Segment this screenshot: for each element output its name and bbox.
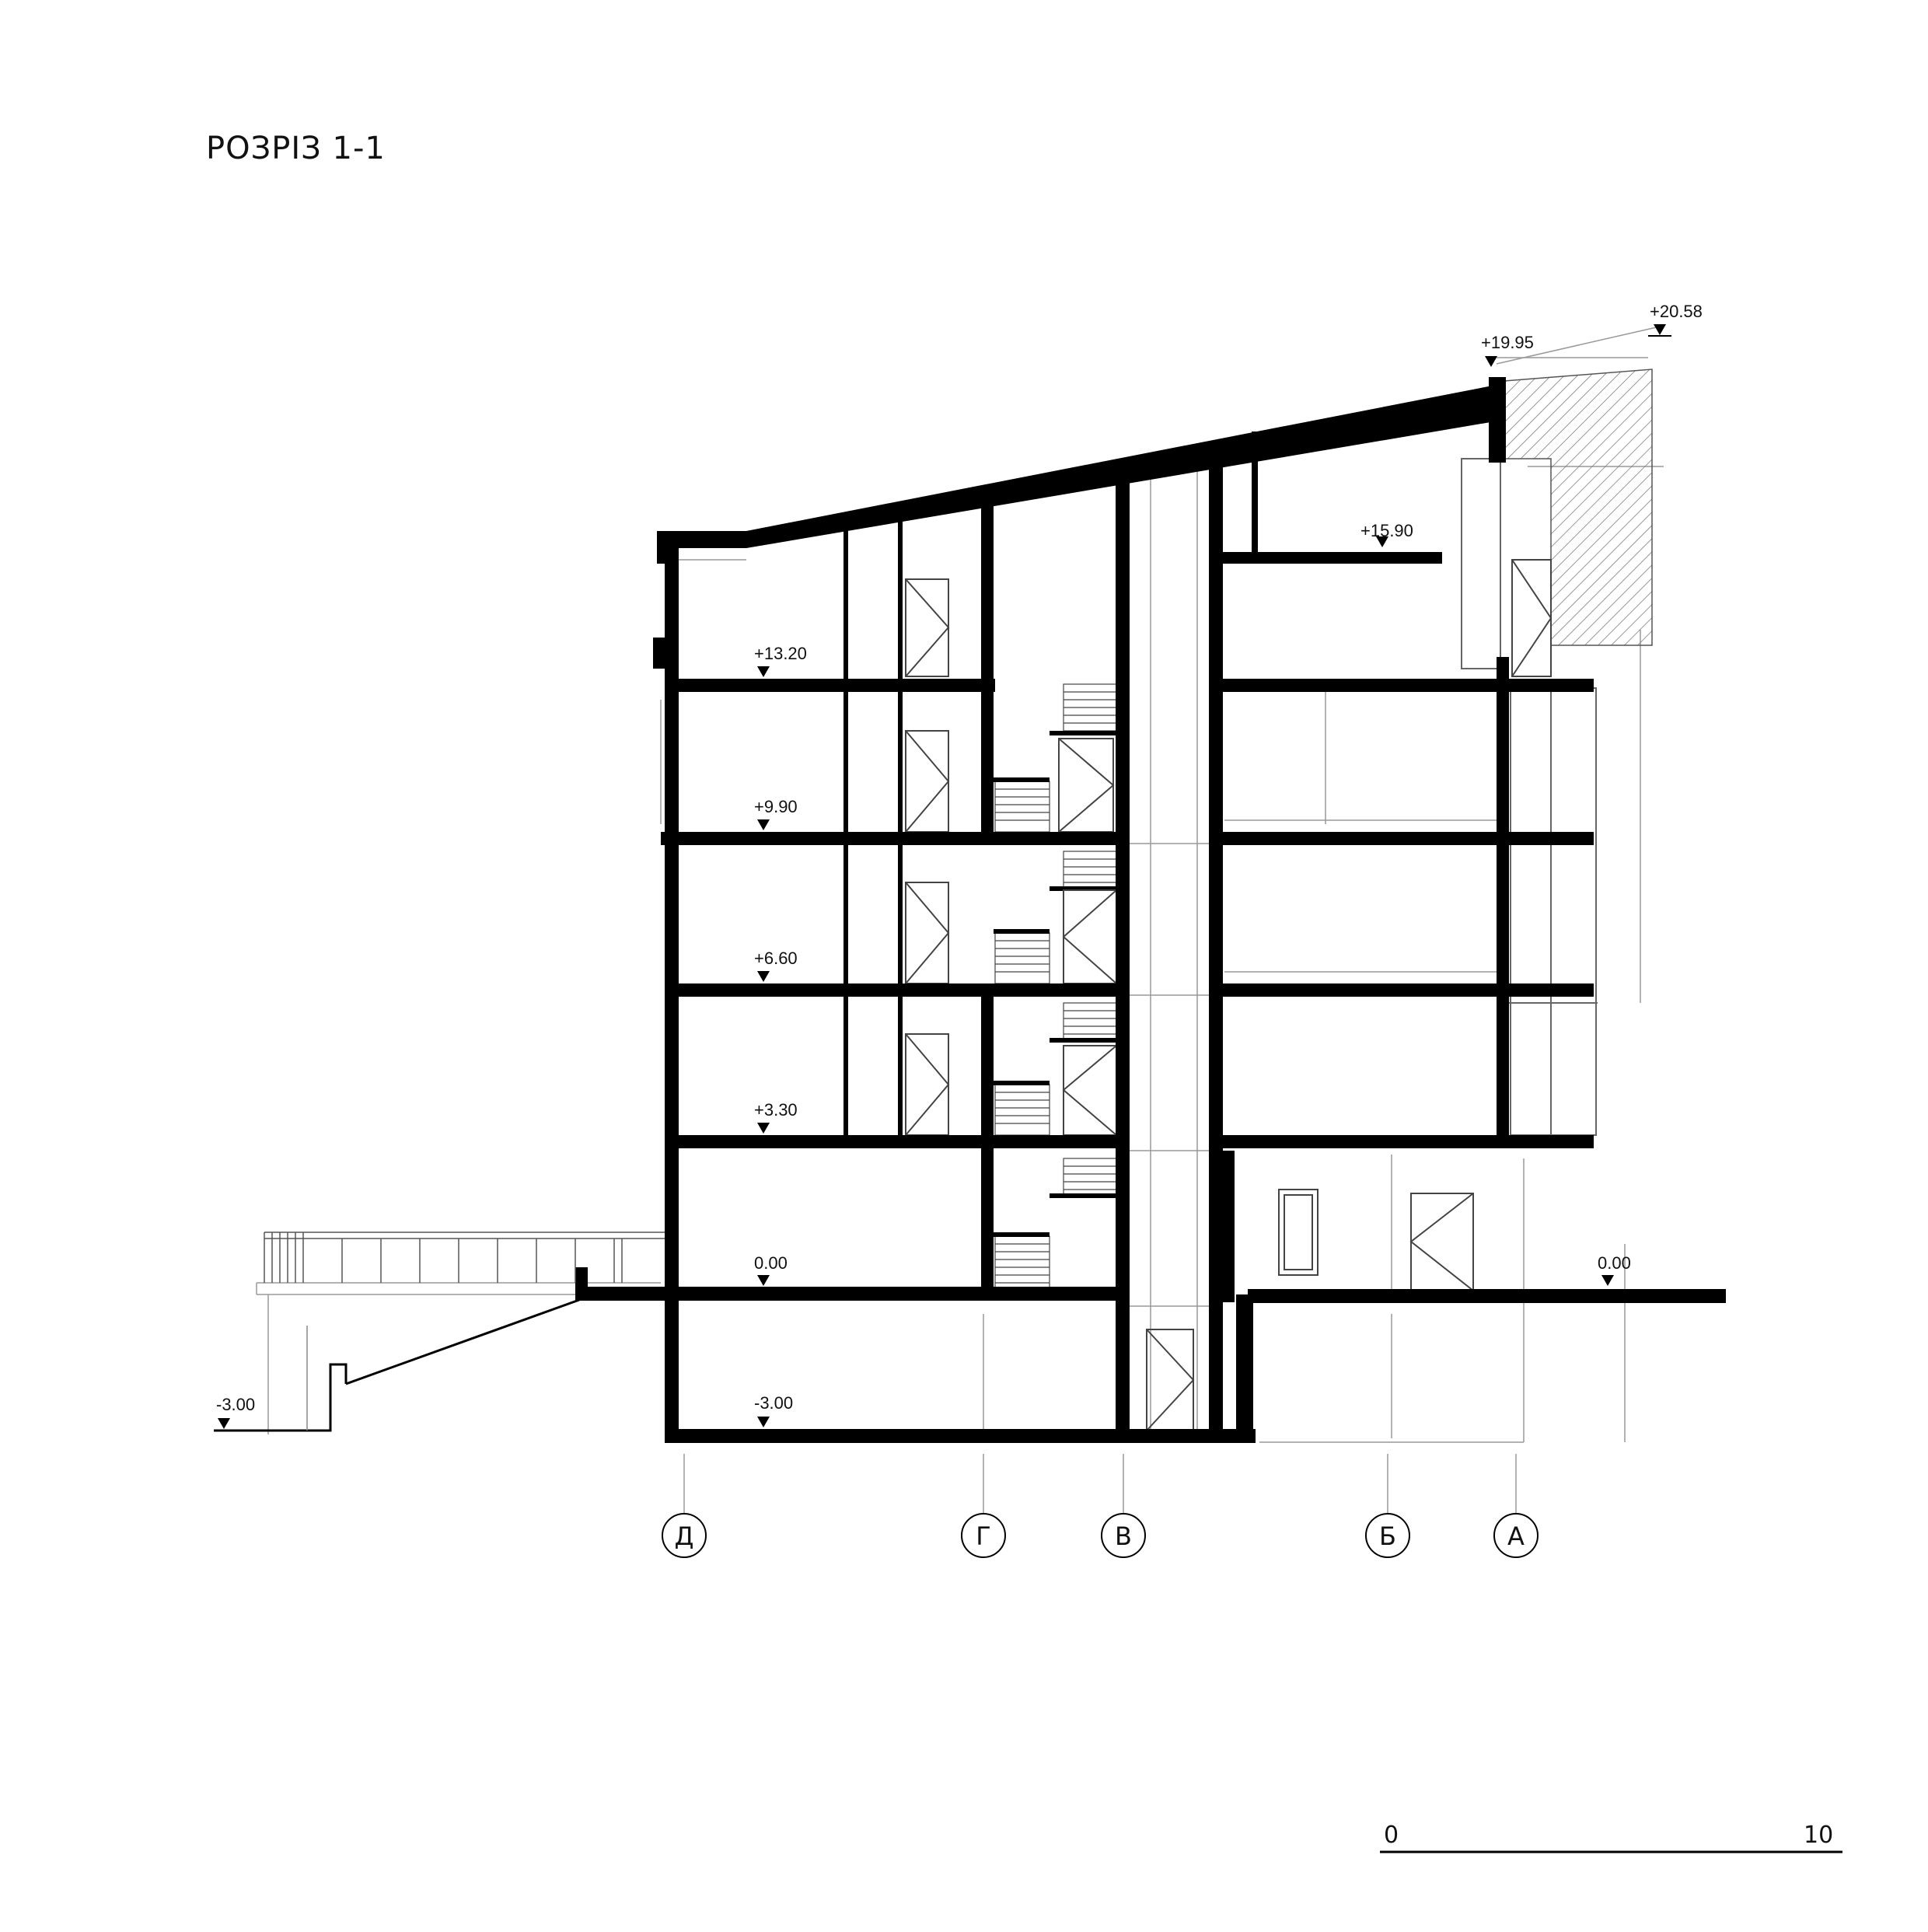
axis-label-d: Д [675, 1521, 694, 1551]
stair-run [994, 932, 1050, 984]
window-symbol [1278, 1189, 1319, 1276]
stair-landings [994, 731, 1119, 1237]
level-label-ground-right: 0.00 [1598, 1253, 1631, 1273]
roof-slab [657, 385, 1504, 548]
level-marker-ramp-bottom: -3.00 [216, 1395, 255, 1429]
level-marker-basement: -3.00 [754, 1393, 793, 1427]
level-marker-roof-peak: +20.58 [1648, 302, 1703, 337]
door-symbol [905, 882, 950, 984]
scale-label-start: 0 [1384, 1822, 1399, 1849]
wall-axis-g [981, 498, 994, 840]
door-symbol [1409, 1193, 1474, 1291]
slab-6-60 [669, 983, 1119, 997]
slab-3-30 [669, 1135, 1119, 1148]
axis-bubble-v: В [1101, 1513, 1146, 1558]
stair-run [994, 781, 1050, 833]
stair-run [994, 1235, 1050, 1291]
axis-label-a: А [1507, 1521, 1525, 1551]
facade-cladding-hatch [1504, 369, 1653, 646]
axis-bubble-b: Б [1365, 1513, 1410, 1558]
slab-0-00-left [575, 1287, 1119, 1301]
level-marker-floor-3: +6.60 [754, 949, 798, 982]
axis-label-g: Г [976, 1521, 991, 1551]
slab-9-90 [661, 832, 1119, 845]
level-label-floor-4: +9.90 [754, 797, 798, 816]
level-marker-mezzanine: +15.90 [1360, 521, 1413, 547]
stair-run [994, 1084, 1050, 1136]
level-marker-ground-right: 0.00 [1598, 1253, 1631, 1286]
stair-run [1063, 1002, 1119, 1043]
door-symbol [1146, 1329, 1195, 1431]
door-symbol [905, 1033, 950, 1136]
axis-bubble-d: Д [662, 1513, 707, 1558]
axis-bubbles: Д Г В Б А [662, 1513, 1539, 1558]
scale-bar: 0 10 [1380, 1822, 1842, 1853]
slab-basement [665, 1429, 1256, 1443]
slab-15-90 [1221, 552, 1442, 564]
axis-label-b: Б [1379, 1521, 1396, 1551]
stair-run [1063, 683, 1119, 732]
door-symbol [1058, 738, 1115, 833]
terrace-railing [264, 1232, 665, 1283]
door-symbol [1062, 1045, 1117, 1136]
level-marker-roof-ridge: +19.95 [1481, 333, 1534, 367]
level-label-basement: -3.00 [754, 1393, 793, 1413]
door-symbol [1511, 559, 1553, 677]
level-label-floor-2: +3.30 [754, 1100, 798, 1120]
structure [575, 377, 1726, 1443]
wall-axis-v [1116, 470, 1130, 1438]
stair-run [1063, 1158, 1119, 1198]
level-marker-floor-4: +9.90 [754, 797, 798, 830]
level-label-ground-left: 0.00 [754, 1253, 788, 1273]
door-symbol [1062, 889, 1117, 984]
wall-axis-a [1497, 684, 1509, 1143]
axis-bubble-g: Г [961, 1513, 1006, 1558]
level-label-mezzanine: +15.90 [1360, 521, 1413, 540]
axis-bubble-a: А [1493, 1513, 1539, 1558]
left-ramp [214, 1298, 580, 1432]
slab-right-3-30 [1221, 1135, 1594, 1148]
slab-13-20 [672, 679, 995, 692]
level-marker-floor-5: +13.20 [754, 644, 807, 677]
door-symbol [905, 730, 950, 833]
level-label-ramp-bottom: -3.00 [216, 1395, 255, 1414]
axis-label-v: В [1115, 1521, 1132, 1551]
wall-right-core [1209, 447, 1223, 1438]
level-marker-ground-left: 0.00 [754, 1253, 788, 1286]
drawing-title: РОЗРІЗ 1-1 [206, 131, 386, 166]
stair-run [1063, 851, 1119, 891]
scale-label-end: 10 [1804, 1822, 1833, 1849]
slab-right-13-20 [1221, 679, 1594, 692]
level-label-roof-ridge: +19.95 [1481, 333, 1534, 352]
slab-0-00-right [1248, 1289, 1726, 1303]
door-symbol [905, 578, 950, 677]
roof-parapet-right [1489, 377, 1506, 463]
slab-right-9-90 [1221, 832, 1594, 845]
level-marker-floor-2: +3.30 [754, 1100, 798, 1134]
level-label-floor-5: +13.20 [754, 644, 807, 663]
level-label-floor-3: +6.60 [754, 949, 798, 968]
level-label-roof-peak: +20.58 [1650, 302, 1703, 321]
slab-right-6-60 [1221, 983, 1594, 997]
level-markers: +20.58 +19.95 +15.90 +13.20 +9.90 +6.60 [216, 302, 1703, 1429]
